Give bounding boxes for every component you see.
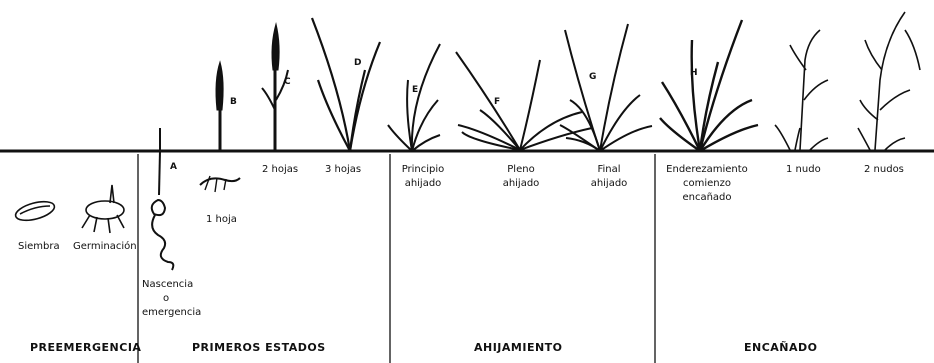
label-nascencia-line-1: Nascencia	[142, 278, 190, 292]
label-germinacion: Germinación	[73, 240, 137, 254]
plant-one-node	[775, 30, 828, 150]
plant-two-nodes	[858, 12, 920, 150]
label-3-hojas: 3 hojas	[325, 163, 361, 177]
label-pleno-line-2: ahijado	[496, 177, 546, 191]
label-enderezamiento-line-2: comienzo	[664, 177, 750, 191]
marker-g: G	[589, 72, 596, 82]
label-final-line-1: Final	[584, 163, 634, 177]
label-nascencia-line-3: emergencia	[142, 306, 190, 320]
label-2-hojas: 2 hojas	[262, 163, 298, 177]
label-principio-ahijado: Principio ahijado	[396, 163, 450, 191]
marker-d: D	[354, 58, 361, 68]
marker-b: B	[230, 97, 237, 107]
label-pleno-ahijado: Pleno ahijado	[496, 163, 546, 191]
marker-e: E	[412, 85, 418, 95]
marker-a: A	[170, 162, 177, 172]
label-principio-line-2: ahijado	[396, 177, 450, 191]
label-final-line-2: ahijado	[584, 177, 634, 191]
label-enderezamiento: Enderezamiento comienzo encañado	[664, 163, 750, 205]
label-final-ahijado: Final ahijado	[584, 163, 634, 191]
phase-preemergencia: PREEMERGENCIA	[30, 341, 141, 354]
plant-stage-a	[152, 128, 174, 270]
label-enderezamiento-line-1: Enderezamiento	[664, 163, 750, 177]
label-pleno-line-1: Pleno	[496, 163, 546, 177]
label-nascencia-line-2: o	[142, 292, 190, 306]
phase-primeros-estados: PRIMEROS ESTADOS	[192, 341, 326, 354]
seed-illustration	[14, 198, 57, 224]
plant-stage-h	[660, 20, 758, 151]
label-1-nudo: 1 nudo	[786, 163, 821, 177]
label-enderezamiento-line-3: encañado	[664, 191, 750, 205]
plant-stage-d	[312, 18, 380, 151]
marker-c: C	[284, 77, 291, 87]
plant-stage-c	[262, 24, 288, 151]
label-2-nudos: 2 nudos	[864, 163, 904, 177]
germinating-seed-illustration	[82, 185, 124, 233]
marker-h: H	[690, 68, 698, 78]
label-1-hoja: 1 hoja	[206, 213, 237, 227]
label-siembra: Siembra	[18, 240, 60, 254]
plant-stage-b	[200, 62, 240, 192]
phase-encanado: ENCAÑADO	[744, 341, 818, 354]
plant-stage-e	[388, 44, 440, 151]
marker-f: F	[494, 97, 500, 107]
phase-ahijamiento: AHIJAMIENTO	[474, 341, 563, 354]
label-principio-line-1: Principio	[396, 163, 450, 177]
label-nascencia: Nascencia o emergencia	[142, 278, 190, 320]
